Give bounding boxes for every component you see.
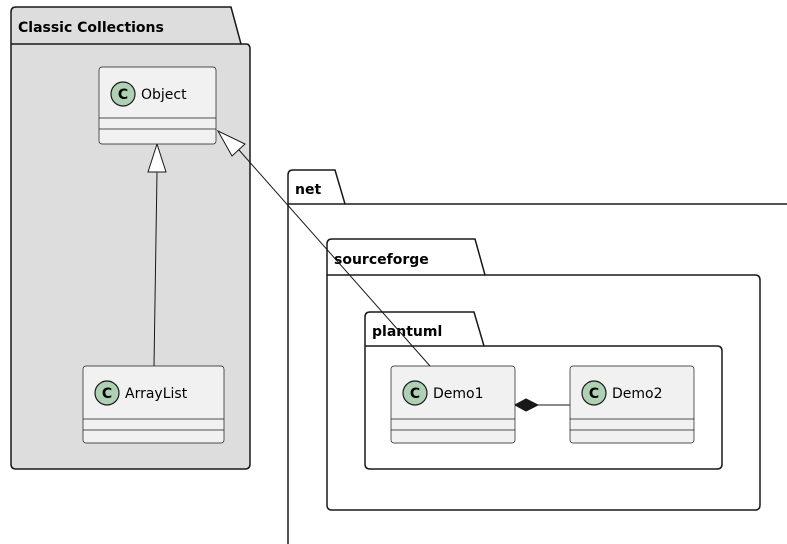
composition-diamond (513, 398, 540, 412)
class-name: Demo1 (433, 386, 484, 402)
inheritance-arrowhead (147, 142, 167, 173)
class-box (82, 365, 225, 444)
class-name: Demo2 (612, 386, 663, 402)
package-label: plantuml (372, 324, 442, 340)
inheritance-line (238, 149, 431, 367)
class-badge-icon (402, 380, 428, 406)
inheritance-line (153, 171, 158, 367)
class-box (98, 66, 217, 145)
class-badge-letter: C (410, 386, 420, 402)
class-box (390, 365, 516, 444)
class-demo2: C Demo2 (569, 365, 695, 444)
class-badge-icon (581, 380, 607, 406)
class-name: ArrayList (125, 386, 188, 402)
package-label: sourceforge (334, 252, 429, 268)
class-badge-letter: C (118, 87, 128, 103)
class-name: Object (141, 87, 187, 103)
package-label: net (295, 182, 321, 198)
class-demo1: C Demo1 (390, 365, 516, 444)
class-arraylist: C ArrayList (82, 365, 225, 444)
class-object: C Object (98, 66, 217, 145)
class-badge-letter: C (589, 386, 599, 402)
class-badge-letter: C (102, 386, 112, 402)
inheritance-arrowhead (216, 129, 246, 157)
relations (147, 129, 570, 412)
class-badge-icon (110, 81, 136, 107)
class-badge-icon (94, 380, 120, 406)
package-label: Classic Collections (18, 20, 164, 36)
class-box (569, 365, 695, 444)
